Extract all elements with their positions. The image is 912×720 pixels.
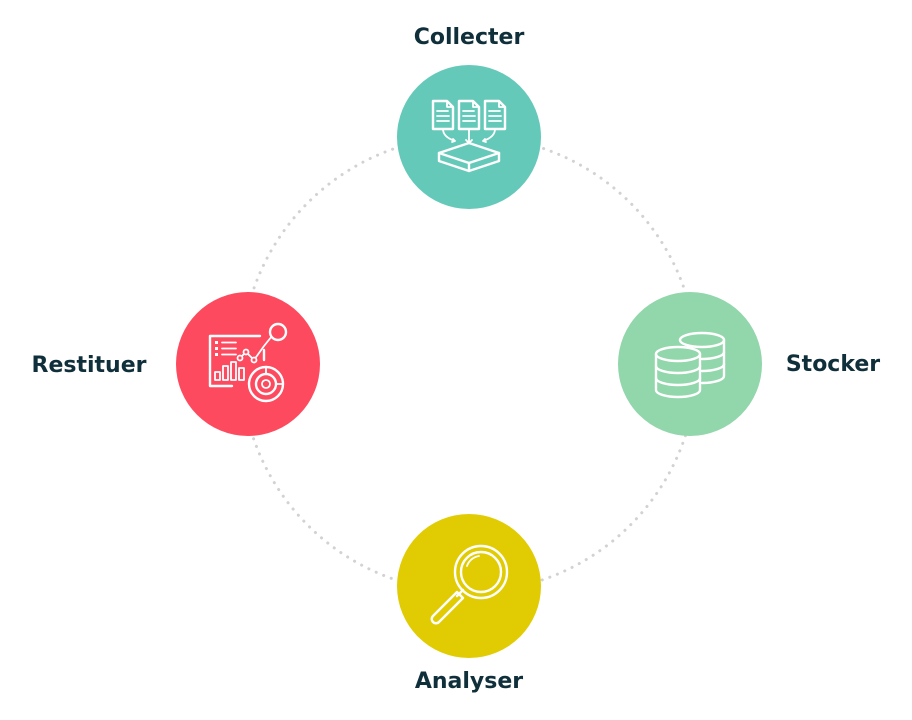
- step-collecter: Collecter: [397, 25, 541, 209]
- stocker-label: Stocker: [786, 352, 880, 377]
- step-restituer: Restituer: [32, 292, 320, 436]
- magnifying-glass-icon: [430, 544, 509, 625]
- dashboard-report-icon: [208, 322, 288, 403]
- stocker-circle: [618, 292, 762, 436]
- database-stack-icon: [654, 331, 726, 399]
- step-stocker: Stocker: [618, 292, 880, 436]
- analyser-label: Analyser: [415, 669, 523, 694]
- restituer-label: Restituer: [32, 353, 147, 378]
- documents-into-tray-icon: [431, 99, 507, 173]
- collecter-label: Collecter: [414, 25, 525, 50]
- analyser-circle: [397, 514, 541, 658]
- step-analyser: Analyser: [397, 514, 541, 694]
- restituer-circle: [176, 292, 320, 436]
